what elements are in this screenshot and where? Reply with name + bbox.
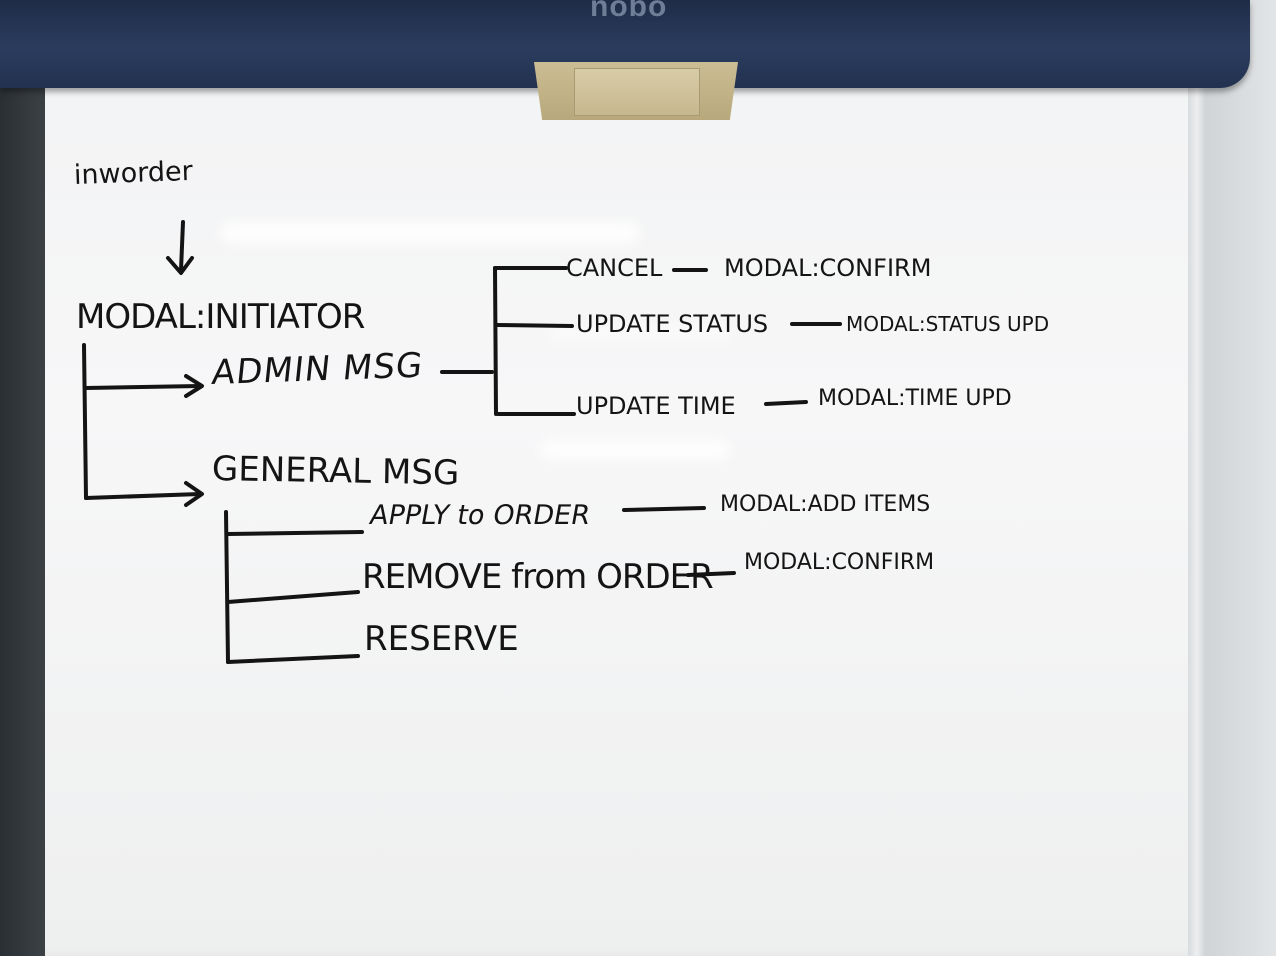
admin-option-update-status-modal: MODAL:STATUS UPD [846,312,1050,336]
general-option-reserve: RESERVE [364,619,519,659]
whiteboard-frame-edge [1188,88,1206,956]
light-reflection [550,326,730,340]
admin-option-cancel-modal: MODAL:CONFIRM [724,254,932,282]
paper-clamp-insert [574,68,700,116]
general-option-remove: REMOVE from ORDER [362,557,714,597]
initiator-modal-label: MODAL:INITIATOR [76,297,365,337]
general-option-remove-modal: MODAL:CONFIRM [744,550,935,575]
general-option-apply: APPLY to ORDER [367,500,593,531]
light-reflection [220,222,640,244]
light-reflection [540,440,730,460]
admin-option-cancel: CANCEL [566,254,663,282]
entry-label: inworder [73,155,194,191]
whiteboard-surface [45,46,1205,956]
general-option-apply-modal: MODAL:ADD ITEMS [720,492,931,517]
admin-msg-label: ADMIN MSG [209,345,426,394]
general-msg-label: GENERAL MSG [211,449,460,494]
admin-option-update-time: UPDATE TIME [576,392,736,420]
admin-option-update-time-modal: MODAL:TIME UPD [818,386,1012,411]
admin-option-update-status: UPDATE STATUS [576,310,769,338]
brand-logo: nobo [590,0,668,23]
